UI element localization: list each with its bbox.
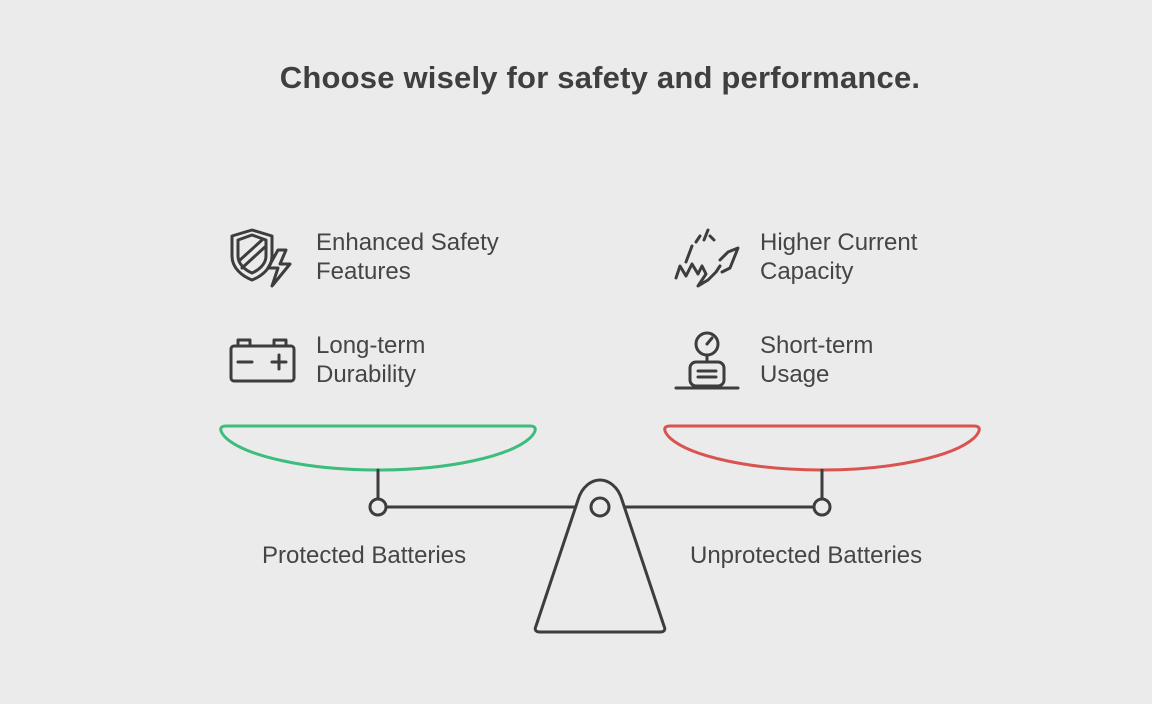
feature-short-term-usage: Short-term Usage bbox=[760, 331, 873, 389]
feature-line: Features bbox=[316, 258, 411, 285]
left-pivot bbox=[368, 497, 388, 517]
right-pivot bbox=[812, 497, 832, 517]
shield-lightning-icon bbox=[230, 228, 292, 288]
feature-line: Durability bbox=[316, 361, 417, 388]
feature-line: Short-term bbox=[760, 332, 874, 359]
feature-line: Usage bbox=[760, 361, 830, 388]
feature-line: Capacity bbox=[760, 258, 854, 285]
fulcrum bbox=[533, 478, 667, 634]
page-title: Choose wisely for safety and performance… bbox=[279, 60, 921, 95]
right-pan bbox=[663, 424, 981, 472]
spark-burst-icon bbox=[674, 228, 740, 288]
left-pan bbox=[219, 424, 537, 472]
feature-line: Higher Current bbox=[760, 229, 918, 256]
feature-line: Enhanced Safety bbox=[316, 229, 499, 256]
right-side-label: Unprotected Batteries bbox=[690, 542, 923, 569]
feature-line: Long-term bbox=[316, 332, 426, 359]
battery-icon bbox=[229, 338, 296, 383]
timer-device-icon bbox=[674, 331, 740, 390]
center-pivot bbox=[589, 496, 611, 518]
feature-enhanced-safety: Enhanced Safety Features bbox=[316, 228, 499, 286]
left-side-label: Protected Batteries bbox=[262, 542, 467, 569]
feature-long-term-durability: Long-term Durability bbox=[316, 331, 425, 389]
feature-higher-current-capacity: Higher Current Capacity bbox=[760, 228, 917, 286]
